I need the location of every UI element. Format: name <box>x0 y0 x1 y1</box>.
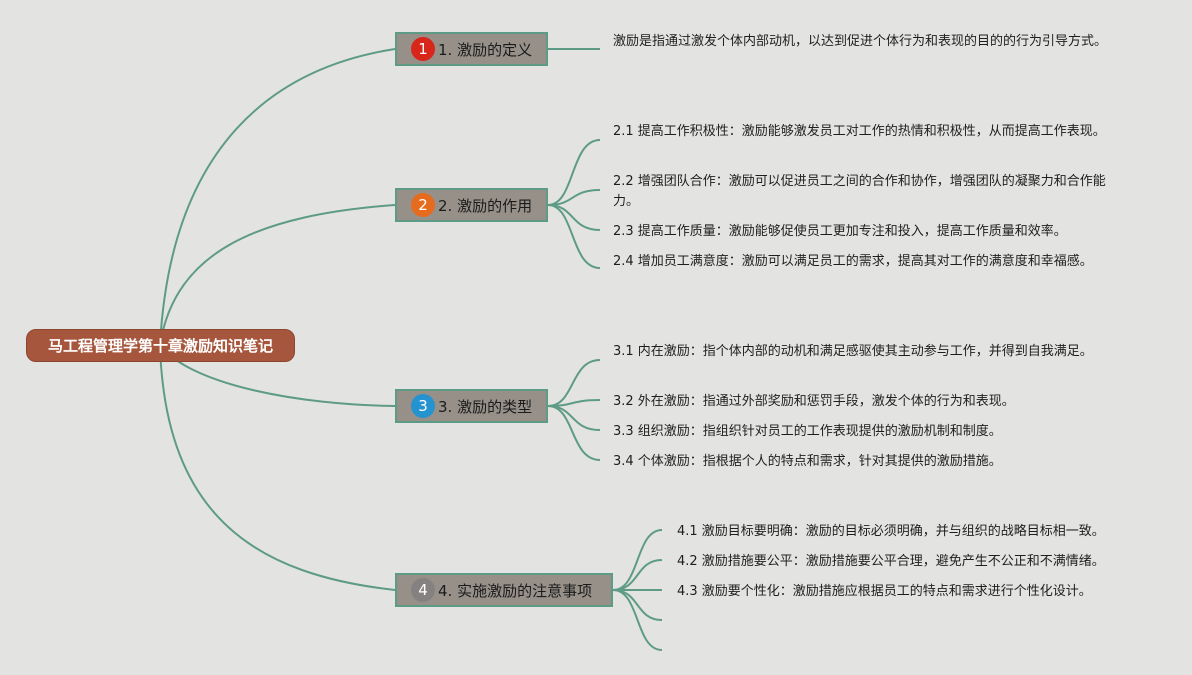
link-branch-4-leaf-5 <box>612 589 663 651</box>
branch-roles[interactable]: 2 2. 激励的作用 <box>395 188 548 222</box>
branch-label: 4. 实施激励的注意事项 <box>438 581 593 600</box>
link-branch-4-leaf-2 <box>612 559 663 591</box>
link-branch-2-leaf-3 <box>547 204 601 231</box>
leaf-2-1[interactable]: 2.1 提高工作积极性：激励能够激发员工对工作的热情和积极性，从而提高工作表现。 <box>613 124 1106 139</box>
link-branch-2-leaf-2 <box>547 189 601 206</box>
link-branch-2-leaf-1 <box>547 139 601 206</box>
branch-label: 2. 激励的作用 <box>438 196 533 215</box>
leaf-3-4[interactable]: 3.4 个体激励：指根据个人的特点和需求，针对其提供的激励措施。 <box>613 454 1002 469</box>
leaf-4-2[interactable]: 4.2 激励措施要公平：激励措施要公平合理，避免产生不公正和不满情绪。 <box>677 554 1105 569</box>
link-branch-4-leaf-1 <box>612 529 663 591</box>
number-badge-2: 2 <box>411 193 435 217</box>
number-badge-1: 1 <box>411 37 435 61</box>
link-root-branch-4 <box>159 344 396 591</box>
link-branch-3-leaf-4 <box>547 405 601 461</box>
link-branch-2-leaf-4 <box>547 204 601 269</box>
branch-definition[interactable]: 1 1. 激励的定义 <box>395 32 548 66</box>
link-branch-3-leaf-1 <box>547 359 601 407</box>
leaf-2-4[interactable]: 2.4 增加员工满意度：激励可以满足员工的需求，提高其对工作的满意度和幸福感。 <box>613 254 1093 269</box>
leaf-2-3[interactable]: 2.3 提高工作质量：激励能够促使员工更加专注和投入，提高工作质量和效率。 <box>613 224 1067 239</box>
link-branch-3-leaf-3 <box>547 405 601 431</box>
branch-label: 3. 激励的类型 <box>438 397 533 416</box>
leaf-4-3[interactable]: 4.3 激励要个性化：激励措施应根据员工的特点和需求进行个性化设计。 <box>677 584 1092 599</box>
link-branch-4-leaf-4 <box>612 589 663 621</box>
leaf-4-1[interactable]: 4.1 激励目标要明确：激励的目标必须明确，并与组织的战略目标相一致。 <box>677 524 1105 539</box>
leaf-2-2[interactable]: 2.2 增强团队合作：激励可以促进员工之间的合作和协作，增强团队的凝聚力和合作能… <box>613 174 1106 209</box>
link-branch-3-leaf-2 <box>547 399 601 407</box>
leaf-3-3[interactable]: 3.3 组织激励：指组织针对员工的工作表现提供的激励机制和制度。 <box>613 424 1002 439</box>
root-topic[interactable]: 马工程管理学第十章激励知识笔记 <box>26 329 295 362</box>
leaf-definition[interactable]: 激励是指通过激发个体内部动机，以达到促进个体行为和表现的目的的行为引导方式。 <box>613 34 1108 49</box>
branch-notes[interactable]: 4 4. 实施激励的注意事项 <box>395 573 613 607</box>
branch-label: 1. 激励的定义 <box>438 40 533 59</box>
root-topic-label: 马工程管理学第十章激励知识笔记 <box>47 337 273 355</box>
leaf-3-1[interactable]: 3.1 内在激励：指个体内部的动机和满足感驱使其主动参与工作，并得到自我满足。 <box>613 344 1093 359</box>
link-root-branch-2 <box>159 204 396 346</box>
number-badge-3: 3 <box>411 394 435 418</box>
link-root-branch-1 <box>159 48 396 346</box>
branch-types[interactable]: 3 3. 激励的类型 <box>395 389 548 423</box>
leaf-3-2[interactable]: 3.2 外在激励：指通过外部奖励和惩罚手段，激发个体的行为和表现。 <box>613 394 1015 409</box>
number-badge-4: 4 <box>411 578 435 602</box>
